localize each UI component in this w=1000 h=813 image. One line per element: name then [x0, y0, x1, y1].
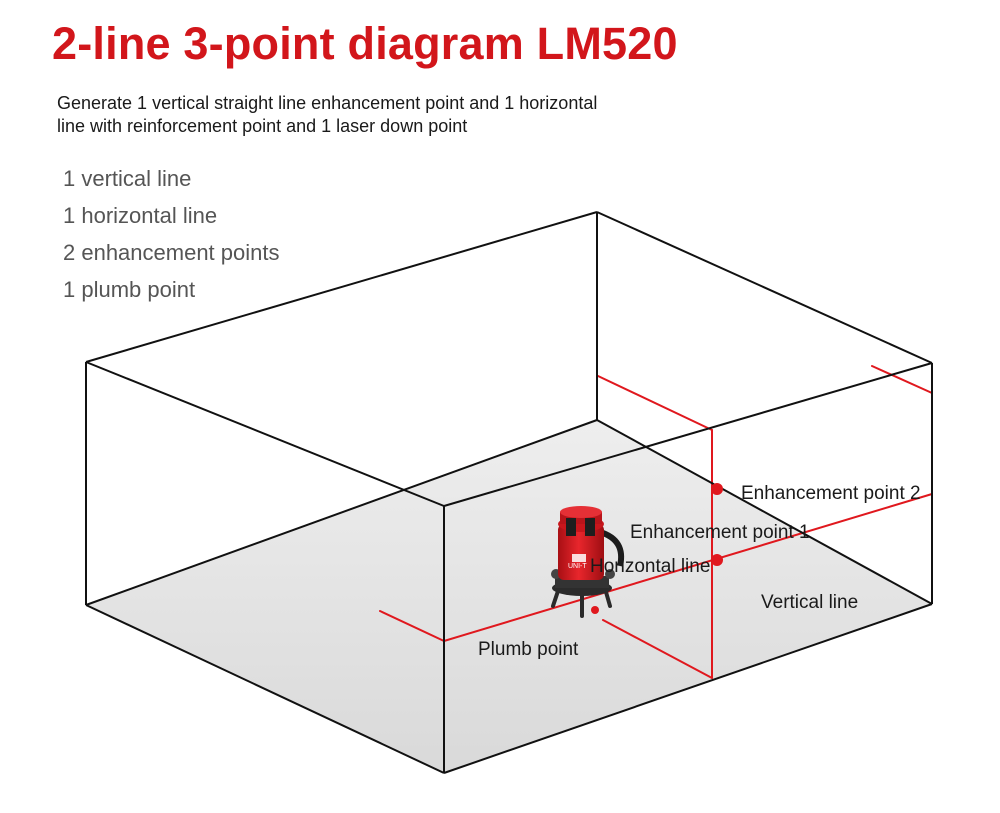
box-edge-back-right-top — [596, 211, 933, 364]
description: Generate 1 vertical straight line enhanc… — [57, 92, 757, 138]
description-line-1: Generate 1 vertical straight line enhanc… — [57, 93, 598, 113]
laser-horizontal-line — [443, 493, 933, 642]
plumb-point-label: Plumb point — [478, 639, 579, 660]
box-edge-back-top — [85, 211, 598, 363]
box-edge-front-top — [85, 361, 445, 507]
box-edge-floor-back-right — [596, 419, 933, 605]
enhancement-point-2-dot — [711, 483, 723, 495]
vertical-line-label: Vertical line — [761, 592, 858, 613]
enhancement-point-1-dot — [711, 554, 723, 566]
room-floor — [86, 420, 932, 773]
feature-item-enhancement-points: 2 enhancement points — [63, 240, 280, 265]
laser-vertical-floor — [602, 619, 713, 679]
laser-vertical-back-wall — [597, 375, 713, 431]
feature-item-horizontal-line: 1 horizontal line — [63, 203, 218, 228]
page-title: 2-line 3-point diagram LM520 — [52, 18, 678, 69]
laser-right-wall-segment — [871, 365, 933, 394]
box-edge-right-top — [443, 362, 933, 507]
enhancement-point-2-label: Enhancement point 2 — [741, 483, 921, 504]
feature-list: 1 vertical line 1 horizontal line 2 enha… — [63, 164, 280, 312]
box-edge-floor-left — [85, 604, 445, 774]
laser-level-device: UNI-T — [551, 506, 624, 618]
feature-item-plumb-point: 1 plumb point — [63, 277, 196, 302]
plumb-point-dot — [591, 606, 599, 614]
enhancement-point-1-label: Enhancement point 1 — [630, 522, 810, 543]
box-edge-floor-back-left — [85, 419, 598, 606]
device-brand-mark: UNI-T — [568, 563, 587, 570]
feature-item-vertical-line: 1 vertical line — [63, 166, 192, 191]
box-edge-floor-right — [443, 603, 933, 774]
horizontal-line-label: Horizontal line — [590, 556, 710, 577]
description-line-2: line with reinforcement point and 1 lase… — [57, 116, 468, 136]
laser-horizontal-left-wall — [379, 610, 445, 642]
